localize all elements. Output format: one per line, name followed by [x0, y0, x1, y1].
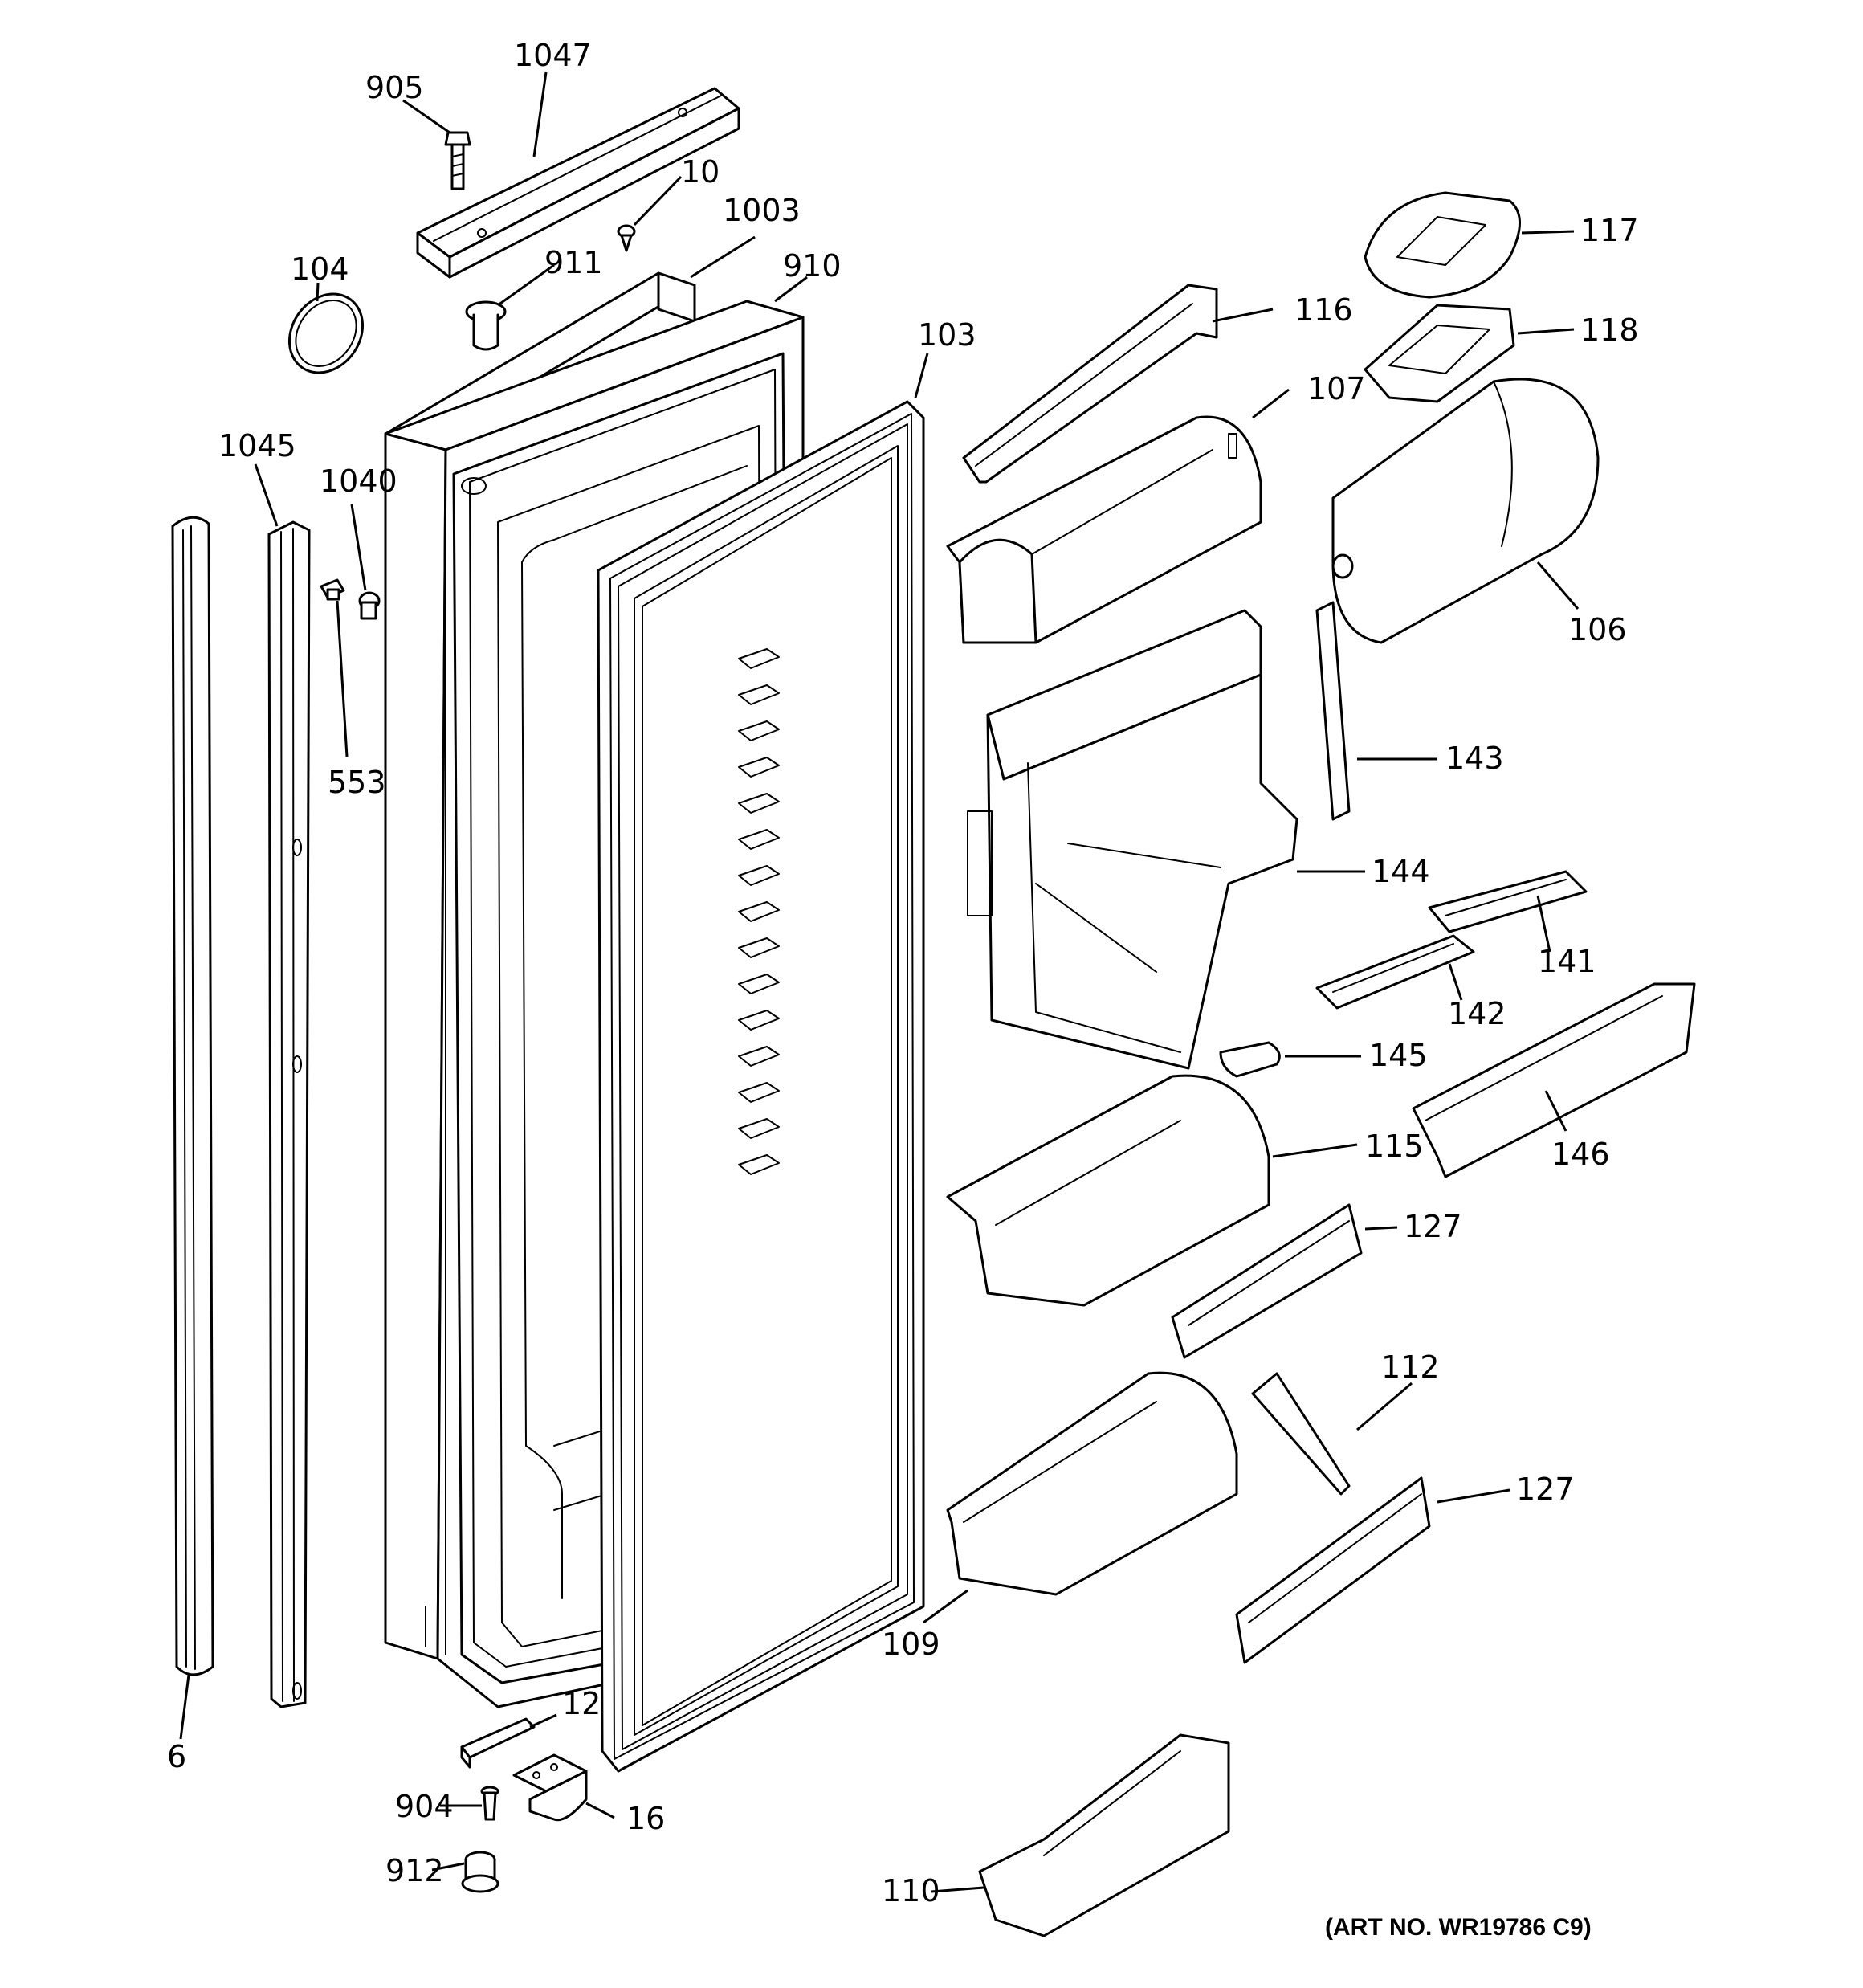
- part-116-rail: [962, 284, 1218, 484]
- label-115: 115: [1365, 1129, 1424, 1164]
- label-16: 16: [626, 1801, 666, 1836]
- label-144: 144: [1372, 854, 1430, 889]
- label-109: 109: [882, 1627, 940, 1662]
- label-1047: 1047: [514, 38, 592, 73]
- label-141: 141: [1538, 944, 1596, 979]
- part-104-ring: [287, 292, 365, 374]
- label-6: 6: [167, 1739, 187, 1774]
- label-912: 912: [385, 1853, 444, 1888]
- part-107-bin: [946, 415, 1262, 644]
- label-910: 910: [783, 248, 842, 284]
- part-12-plate: [460, 1717, 536, 1769]
- part-110-bin: [978, 1733, 1230, 1937]
- label-12: 12: [562, 1686, 601, 1721]
- part-1045-channel: [267, 520, 311, 1708]
- part-118-bin: [1364, 304, 1515, 403]
- leader-lines: [179, 71, 1580, 1893]
- label-146: 146: [1551, 1137, 1610, 1172]
- label-117: 117: [1580, 213, 1639, 248]
- part-103-gasket: [597, 400, 925, 1773]
- label-104: 104: [291, 251, 349, 287]
- part-112-divider: [1251, 1372, 1351, 1496]
- part-16-bottom-hinge: [512, 1753, 588, 1822]
- label-103: 103: [918, 317, 976, 353]
- label-143: 143: [1445, 741, 1504, 776]
- part-146-bar: [1412, 982, 1696, 1178]
- part-109-bin: [946, 1371, 1238, 1596]
- label-106: 106: [1568, 612, 1627, 647]
- label-112: 112: [1381, 1349, 1440, 1385]
- label-1045: 1045: [218, 428, 296, 463]
- label-116: 116: [1294, 292, 1353, 328]
- label-110: 110: [882, 1873, 940, 1908]
- part-142-tray: [1315, 934, 1475, 1010]
- part-141-tray: [1428, 870, 1588, 933]
- part-106-door: [1331, 378, 1600, 644]
- part-912-bushing: [461, 1851, 499, 1893]
- part-1047-hinge-bracket: [416, 87, 740, 279]
- label-127-upper: 127: [1404, 1209, 1462, 1244]
- liner-shelf-ribs: [738, 648, 780, 1175]
- part-144-dispenser: [967, 609, 1298, 1070]
- label-905: 905: [365, 70, 424, 105]
- label-1040: 1040: [320, 463, 397, 499]
- label-127-lower: 127: [1516, 1472, 1575, 1507]
- art-number: (ART NO. WR19786 C9): [1325, 1914, 1592, 1941]
- part-117-cover: [1364, 191, 1521, 299]
- part-10-screw: [617, 224, 636, 252]
- label-10: 10: [681, 154, 720, 190]
- part-553-screw: [320, 578, 345, 601]
- label-904: 904: [395, 1789, 454, 1824]
- label-911: 911: [544, 245, 603, 280]
- part-6-trim-strip: [171, 516, 214, 1676]
- part-143-strip: [1315, 601, 1351, 821]
- part-145-knob: [1219, 1041, 1281, 1078]
- part-911-bushing: [465, 300, 507, 351]
- label-1003: 1003: [723, 193, 801, 228]
- part-127-cover-upper: [1171, 1203, 1363, 1359]
- part-904-screw: [480, 1786, 499, 1821]
- label-142: 142: [1448, 996, 1506, 1031]
- label-107: 107: [1307, 371, 1366, 406]
- label-145: 145: [1369, 1038, 1428, 1073]
- label-118: 118: [1580, 312, 1639, 348]
- part-1040-plug: [358, 591, 381, 620]
- label-553: 553: [328, 765, 386, 800]
- part-905-bolt: [444, 131, 471, 190]
- part-115-bin: [946, 1074, 1270, 1307]
- part-127-cover-lower: [1235, 1476, 1431, 1664]
